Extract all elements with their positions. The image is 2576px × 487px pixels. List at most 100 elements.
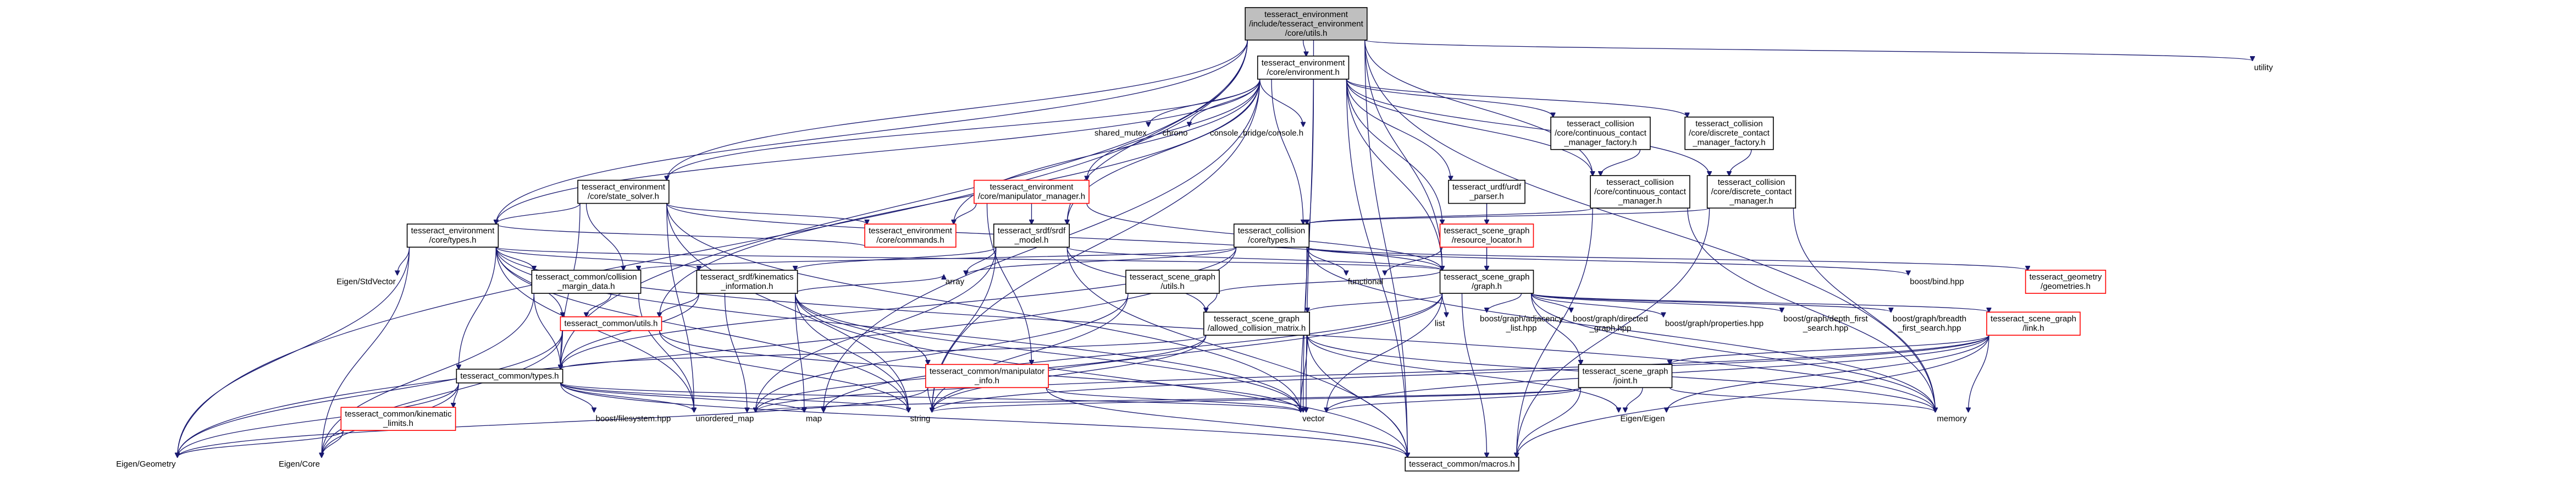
node-box	[406, 223, 499, 248]
edge-kin-info-to-map	[794, 293, 804, 412]
node-label: tesseract_urdf/urdf	[1452, 183, 1522, 192]
node-manip-mgr[interactable]: tesseract_environment/core/manipulator_m…	[974, 179, 1090, 204]
edge-env-to-state-solver	[667, 79, 1261, 180]
edge-kin-info-to-array	[794, 275, 944, 294]
edge-sg-graph-to-acm	[1307, 293, 1443, 312]
node-label: _manager_factory.h	[1692, 138, 1765, 147]
edge-commands-to-env-types	[496, 224, 867, 248]
node-box	[456, 369, 563, 384]
node-label: boost/filesystem.hpp	[596, 414, 671, 424]
node-sg-joint[interactable]: tesseract_scene_graph/joint.h	[1578, 364, 1673, 388]
edge-sg-graph-to-memory	[1530, 293, 1935, 412]
edge-coll-types-to-array	[966, 247, 1237, 275]
node-box	[1439, 223, 1534, 248]
node-commands[interactable]: tesseract_environment/core/commands.h	[864, 223, 957, 248]
node-kin-info[interactable]: tesseract_srdf/kinematics_information.h	[696, 270, 798, 294]
node-label: boost/graph/properties.hpp	[1665, 319, 1764, 329]
edge-state-solver-to-commands	[666, 203, 867, 225]
node-manip-info[interactable]: tesseract_common/manipulator_info.h	[925, 364, 1049, 388]
edge-kin-info-to-vector	[794, 293, 1301, 412]
node-label: boost/graph/adjacency	[1480, 314, 1563, 324]
edge-acm-to-vector	[1301, 335, 1308, 412]
edge-env-to-dc-mgr	[1346, 79, 1709, 176]
node-env-types[interactable]: tesseract_environment/core/types.h	[406, 223, 499, 248]
node-box	[864, 223, 957, 248]
node-env[interactable]: tesseract_environment/core/environment.h	[1257, 56, 1350, 80]
edge-cc-factory-to-cc-mgr	[1601, 149, 1641, 176]
node-box	[531, 270, 642, 294]
edge-root-to-cc-mgr	[1364, 40, 1593, 176]
node-sg-link[interactable]: tesseract_scene_graph/link.h	[1986, 311, 2081, 336]
edge-common-utils-to-eigen-geom	[178, 330, 563, 457]
edge-srdf-model-to-kin-info	[795, 247, 997, 270]
edge-common-types-to-string	[560, 382, 909, 412]
node-label: _parser.h	[1469, 192, 1504, 201]
edge-root-to-memory	[1364, 40, 1936, 412]
node-box	[1257, 56, 1350, 80]
node-label: /core/types.h	[1248, 236, 1295, 245]
node-label: /core/utils.h	[1285, 29, 1328, 38]
node-box	[974, 179, 1090, 204]
node-cc-factory[interactable]: tesseract_collision/core/continuous_cont…	[1550, 116, 1651, 150]
node-label: boost/graph/breadth	[1893, 314, 1966, 324]
node-label: vector	[1302, 414, 1325, 424]
node-box	[1590, 175, 1690, 209]
node-kin-limits[interactable]: tesseract_common/kinematic_limits.h	[340, 407, 456, 431]
node-label: _manager_factory.h	[1563, 138, 1637, 147]
edge-coll-types-to-margin-data	[639, 247, 1237, 270]
node-dc-mgr[interactable]: tesseract_collision/core/discrete_contac…	[1706, 175, 1796, 209]
node-common-utils[interactable]: tesseract_common/utils.h	[560, 316, 662, 331]
node-label: tesseract_scene_graph	[1444, 226, 1530, 236]
edge-root-to-common-types	[561, 40, 1248, 369]
edge-root-to-env	[1302, 40, 1306, 56]
node-macros[interactable]: tesseract_common/macros.h	[1405, 457, 1519, 472]
node-sg-utils[interactable]: tesseract_scene_graph/utils.h	[1125, 270, 1220, 294]
node-label: tesseract_scene_graph	[1214, 314, 1300, 324]
edge-common-types-to-vector	[560, 382, 1301, 412]
node-margin-data[interactable]: tesseract_common/collision_margin_data.h	[531, 270, 642, 294]
edge-root-to-sg-graph	[1364, 40, 1442, 270]
node-box	[1706, 175, 1796, 209]
edge-acm-to-macros	[1307, 335, 1407, 457]
node-root: tesseract_environment/include/tesseract_…	[1245, 7, 1368, 41]
node-cc-mgr[interactable]: tesseract_collision/core/continuous_cont…	[1590, 175, 1690, 209]
node-label: tesseract_scene_graph	[1130, 272, 1215, 282]
node-label: string	[910, 414, 931, 424]
node-label: _info.h	[974, 376, 999, 385]
node-label: tesseract_common/collision	[535, 272, 637, 282]
node-urdf-parser[interactable]: tesseract_urdf/urdf_parser.h	[1448, 179, 1525, 204]
edge-kin-info-to-common-utils	[660, 293, 700, 317]
node-box	[1578, 364, 1673, 388]
node-common-types[interactable]: tesseract_common/types.h	[456, 369, 563, 384]
node-label: tesseract_scene_graph	[1583, 366, 1668, 376]
node-srdf-model[interactable]: tesseract_srdf/srdf_model.h	[993, 223, 1070, 248]
edge-env-to-console	[1259, 79, 1303, 127]
node-bfs: boost/graph/breadth_first_search.hpp	[1893, 314, 1966, 333]
edge-cc-mgr-to-coll-types	[1307, 207, 1593, 224]
edge-kin-limits-to-eigen-core	[322, 430, 344, 457]
node-label: /core/continuous_contact	[1555, 129, 1647, 138]
node-box	[1550, 116, 1651, 150]
node-sg-graph[interactable]: tesseract_scene_graph/graph.h	[1439, 270, 1534, 294]
node-box	[1405, 457, 1519, 472]
edge-root-to-macros	[1364, 40, 1407, 457]
node-label: tesseract_common/kinematic	[345, 409, 452, 419]
edge-sg-link-to-macros	[1517, 335, 1989, 457]
edge-coll-types-to-functional	[1306, 247, 1346, 275]
node-acm[interactable]: tesseract_scene_graph/allowed_collision_…	[1203, 311, 1311, 336]
node-geometries[interactable]: tesseract_geometry/geometries.h	[2025, 270, 2107, 294]
node-label: Eigen/Core	[279, 459, 320, 469]
edge-state-solver-to-env-types	[496, 203, 581, 225]
node-state-solver[interactable]: tesseract_environment/core/state_solver.…	[577, 179, 670, 204]
node-box	[1439, 270, 1534, 294]
node-label: tesseract_collision	[1695, 119, 1763, 129]
edge-kin-info-to-common-types	[561, 293, 700, 369]
edge-margin-data-to-eigen-core	[322, 293, 535, 457]
node-dc-factory[interactable]: tesseract_collision/core/discrete_contac…	[1684, 116, 1774, 150]
node-res-locator[interactable]: tesseract_scene_graph/resource_locator.h	[1439, 223, 1534, 248]
node-coll-types[interactable]: tesseract_collision/core/types.h	[1233, 223, 1310, 248]
edge-dc-mgr-to-memory	[1793, 208, 1935, 412]
edge-sg-utils-to-sg-graph	[1217, 270, 1442, 294]
edge-state-solver-to-vector	[666, 203, 1301, 412]
node-label: boost/graph/depth_first	[1783, 314, 1868, 324]
